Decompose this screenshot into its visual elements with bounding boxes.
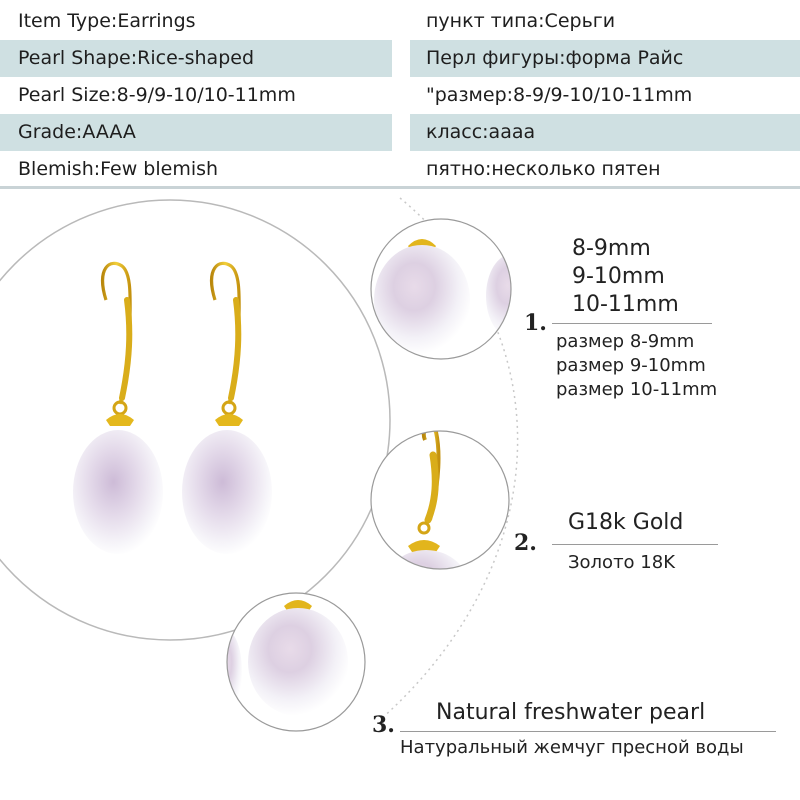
detail-circle-gold	[370, 430, 510, 570]
pearl-en: Natural freshwater pearl	[436, 700, 706, 725]
detail-circle-pearl	[226, 592, 366, 732]
spec-row: Pearl Shape:Rice-shaped Перл фигуры:форм…	[0, 40, 800, 77]
spec-label-en: Pearl Size:8-9/9-10/10-11mm	[18, 84, 296, 106]
spec-label-ru: Перл фигуры:форма Райс	[410, 40, 800, 77]
size-ru-3: размер 10-11mm	[556, 379, 718, 400]
earring-right-image	[182, 261, 272, 554]
size-en-3: 10-11mm	[572, 292, 679, 317]
feature-rule-3	[400, 731, 776, 732]
spec-label-en: Grade:AAAA	[0, 114, 392, 151]
earring-left-image	[73, 261, 163, 554]
pearl-ru: Натуральный жемчуг пресной воды	[400, 737, 744, 758]
spec-label-en: Blemish:Few blemish	[18, 158, 219, 180]
feature-number-1: 1.	[524, 310, 547, 336]
spec-label-ru: класс:аааа	[410, 114, 800, 151]
size-ru-2: размер 9-10mm	[556, 355, 706, 376]
feature-number-3: 3.	[372, 712, 395, 738]
spec-label-ru: "размер:8-9/9-10/10-11mm	[426, 84, 693, 106]
gold-ru: Золото 18K	[568, 552, 675, 573]
size-en-1: 8-9mm	[572, 236, 651, 261]
detail-circle-sizes	[370, 218, 512, 360]
spec-row: Blemish:Few blemish пятно:несколько пяте…	[0, 151, 800, 188]
feature-number-2: 2.	[514, 530, 537, 556]
spec-label-en: Pearl Shape:Rice-shaped	[0, 40, 392, 77]
feature-rule-2	[552, 544, 718, 545]
spec-row: Item Type:Earrings пункт типа:Серьги	[0, 3, 800, 40]
size-ru-1: размер 8-9mm	[556, 331, 695, 352]
spec-table: Item Type:Earrings пункт типа:Серьги Pea…	[0, 0, 800, 189]
main-frame-circle	[0, 199, 391, 641]
gold-en: G18k Gold	[568, 510, 684, 535]
spec-row: Grade:AAAA класс:аааа	[0, 114, 800, 151]
spec-label-en: Item Type:Earrings	[18, 10, 196, 32]
spec-row: Pearl Size:8-9/9-10/10-11mm "размер:8-9/…	[0, 77, 800, 114]
spec-label-ru: пятно:несколько пятен	[426, 158, 661, 180]
feature-rule-1	[552, 323, 712, 324]
spec-label-ru: пункт типа:Серьги	[426, 10, 616, 32]
size-en-2: 9-10mm	[572, 264, 665, 289]
table-divider	[0, 186, 800, 189]
